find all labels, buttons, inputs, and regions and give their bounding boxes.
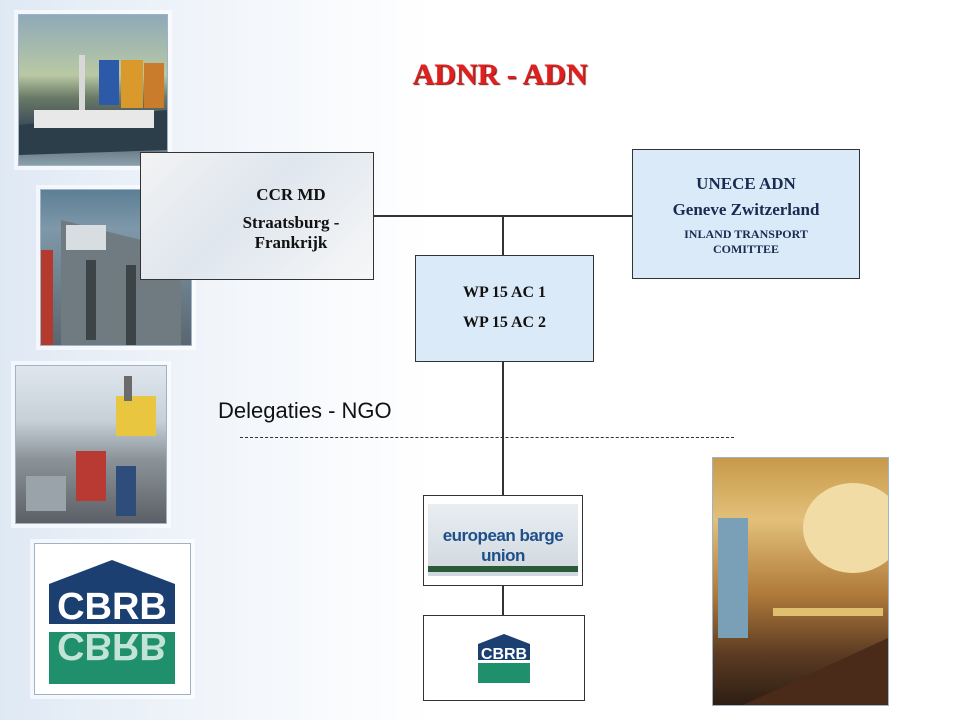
wp-box: WP 15 AC 1 WP 15 AC 2 <box>415 255 594 362</box>
ccr-box: CCR MD Straatsburg - Frankrijk <box>140 152 374 280</box>
page-title: ADNR - ADN <box>412 58 588 91</box>
svg-text:CBRB: CBRB <box>57 625 167 667</box>
ccr-line1: CCR MD <box>256 185 326 204</box>
ebu-logo-text: european barge union <box>442 526 564 565</box>
connector-to-wp <box>502 215 504 255</box>
unece-line2: Geneve Zwitzerland <box>672 200 820 219</box>
harbor-photo <box>15 365 167 524</box>
connector-wp-ebu <box>502 360 504 495</box>
ccr-line2: Straatsburg - <box>242 213 340 232</box>
unece-box: UNECE ADN Geneve Zwitzerland INLAND TRAN… <box>632 149 860 279</box>
wp-line1: WP 15 AC 1 <box>462 284 547 301</box>
ebu-logo-stripe <box>428 566 578 572</box>
unece-line3: INLAND TRANSPORT <box>684 227 808 241</box>
cbrb-box: CBRB <box>423 615 585 701</box>
barge-photo <box>18 14 168 166</box>
unece-line1: UNECE ADN <box>696 174 796 193</box>
cbrb-logo-text: CBRB <box>57 586 167 628</box>
connector-ebu-cbrb <box>502 585 504 615</box>
ebu-box: european barge union <box>423 495 583 586</box>
ngo-label: Delegaties - NGO <box>218 398 392 423</box>
wp-line2: WP 15 AC 2 <box>462 314 547 331</box>
ngo-divider <box>240 437 734 438</box>
unece-line4: COMITTEE <box>712 242 779 256</box>
svg-text:CBRB: CBRB <box>481 646 527 663</box>
assembly-hall-photo <box>712 457 889 706</box>
ccr-line3: Frankrijk <box>254 233 328 252</box>
cbrb-large-logo: CBRB CBRB <box>34 543 191 695</box>
cbrb-small-logo: CBRB <box>478 634 530 683</box>
